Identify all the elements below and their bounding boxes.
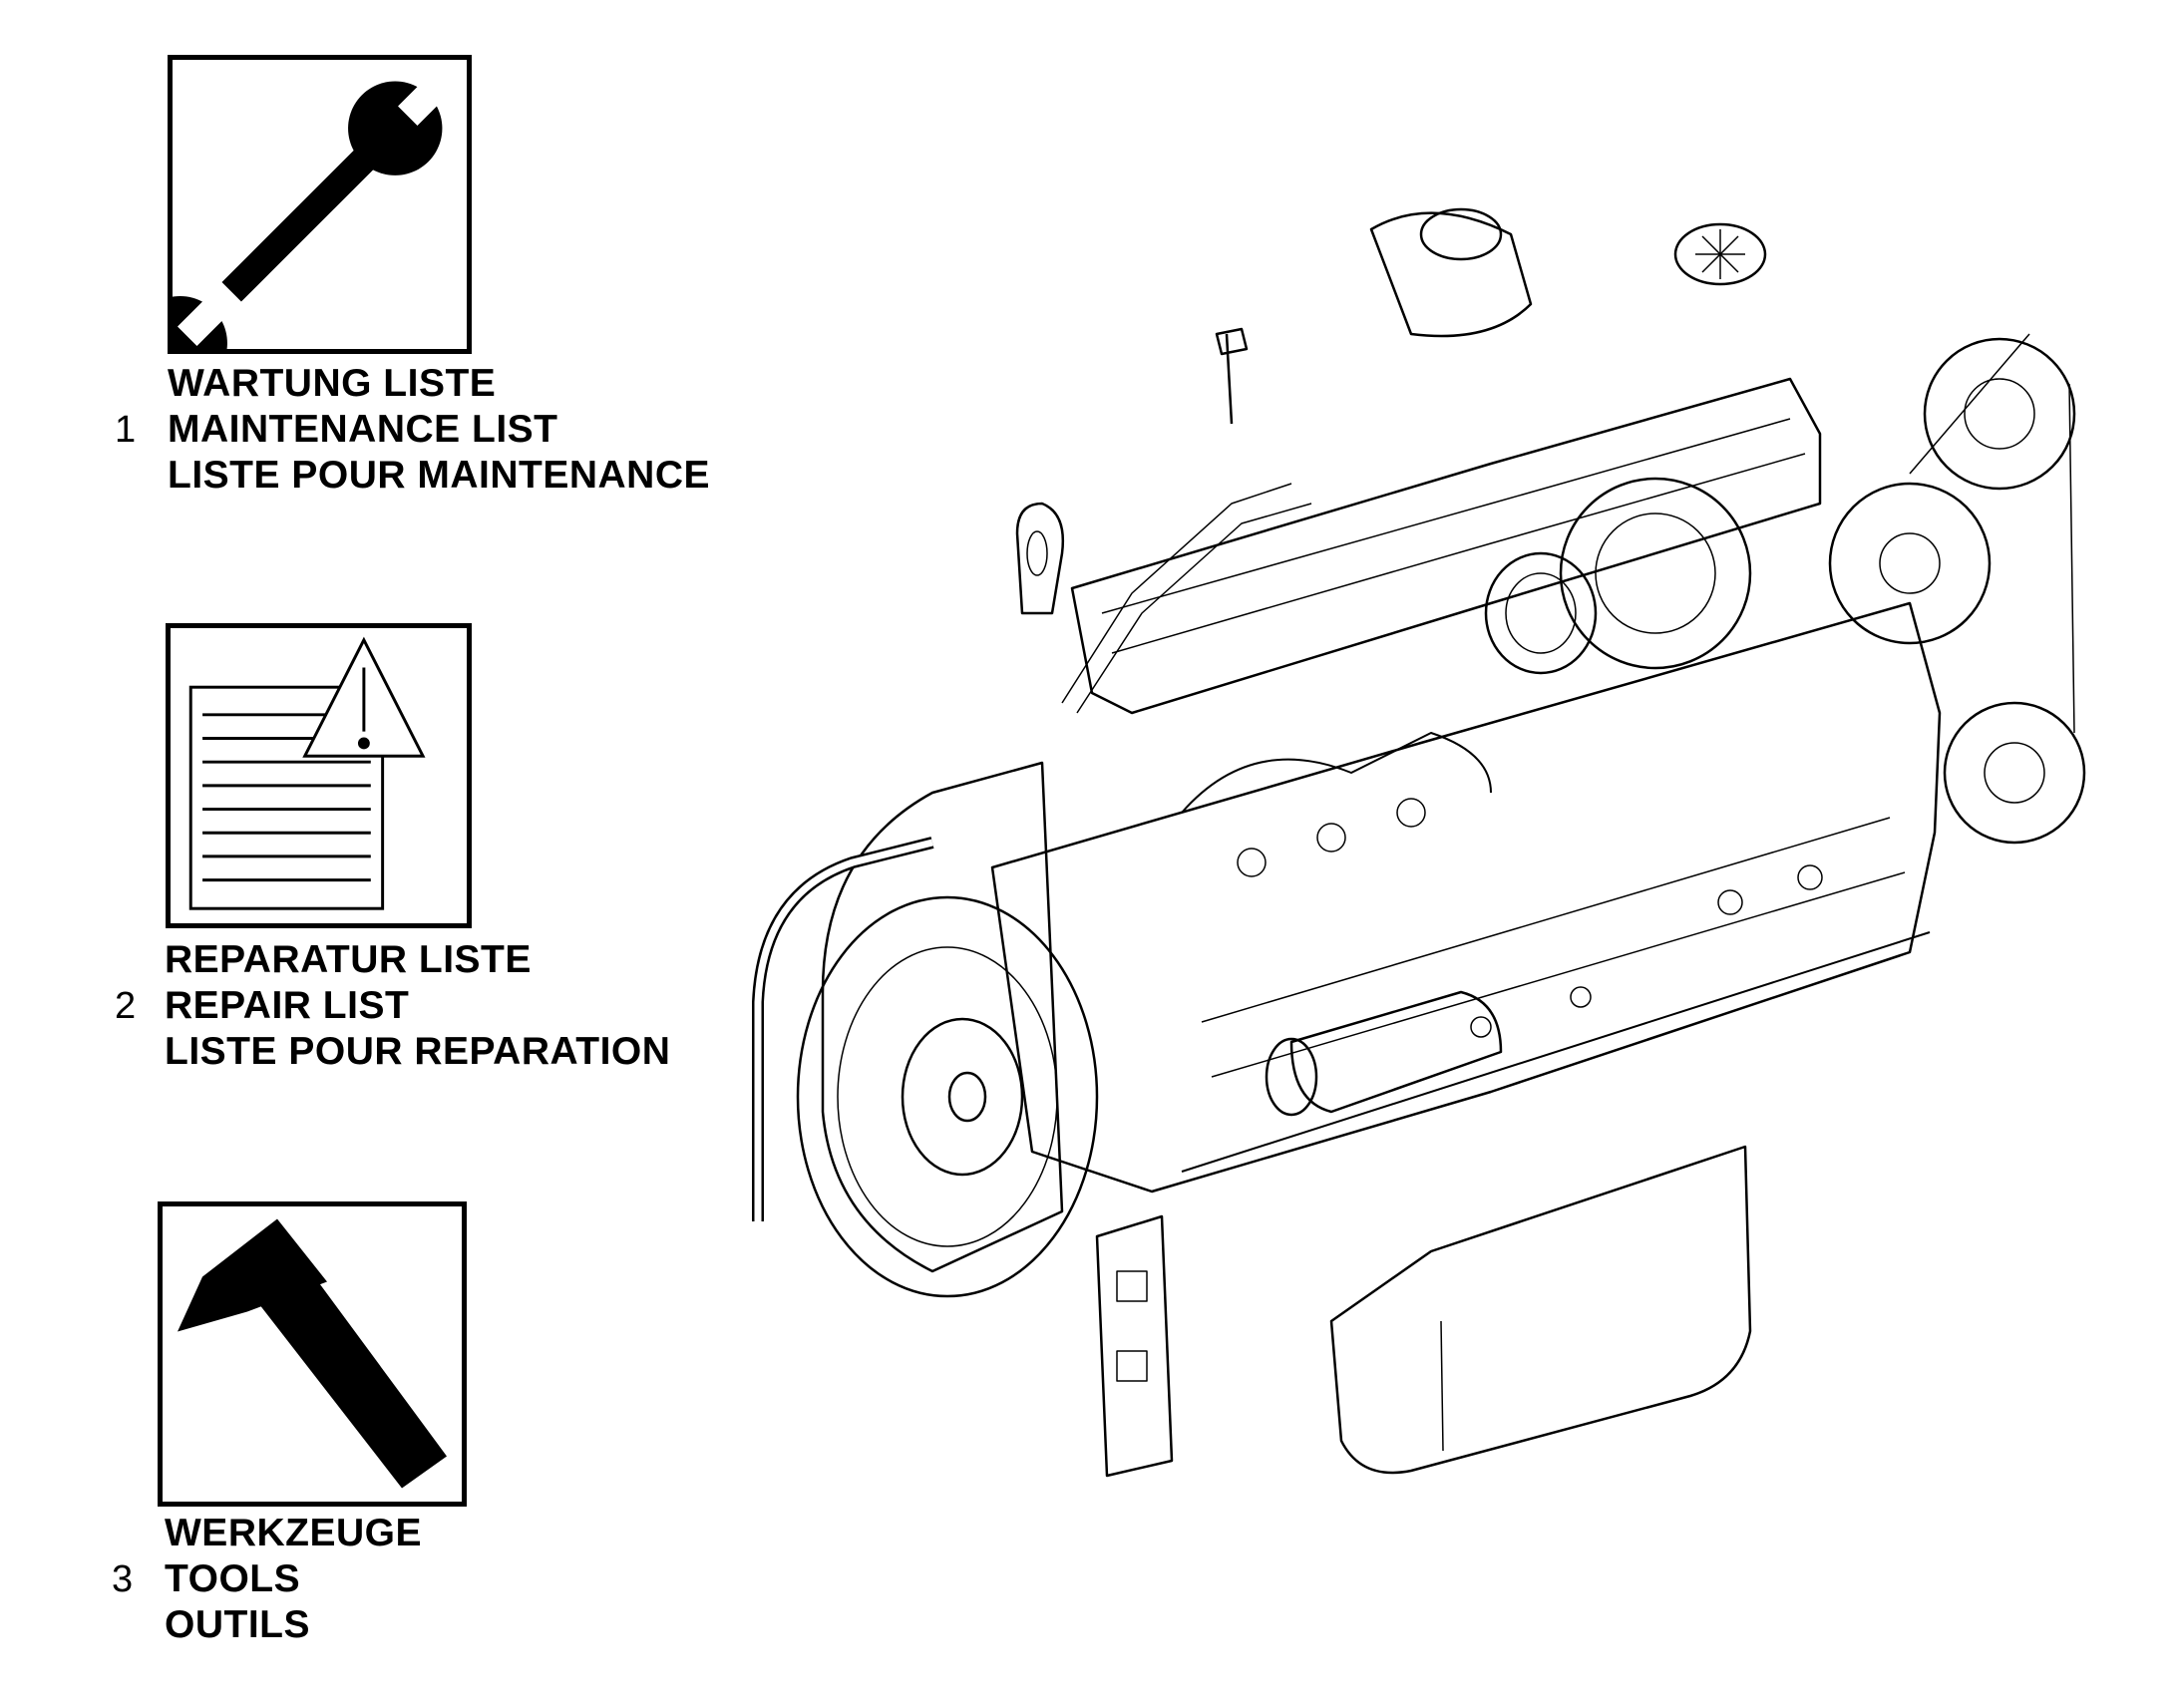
mounting-bracket <box>1095 1214 1174 1478</box>
repair-list-item: 2 REPARATUR LISTE REPAIR LIST LISTE POUR… <box>115 937 670 1075</box>
intake-pipe <box>1369 211 1533 338</box>
hammer-icon <box>178 1218 447 1489</box>
injector-lines <box>1061 483 1312 714</box>
label-de: WERKZEUGE <box>165 1512 422 1554</box>
maintenance-icon-box <box>168 55 472 354</box>
label-en: MAINTENANCE LIST <box>168 408 558 451</box>
dipstick <box>1215 327 1249 425</box>
label-fr: LISTE POUR REPARATION <box>165 1030 671 1073</box>
label-en: TOOLS <box>165 1557 301 1600</box>
engine-illustration <box>733 174 2149 1570</box>
valve-cover <box>1070 377 1822 715</box>
coolant-hose <box>752 837 934 1221</box>
filler-cap <box>1673 222 1767 286</box>
item-number: 1 <box>115 409 137 451</box>
tools-icon-box <box>158 1201 467 1507</box>
label-fr: LISTE POUR MAINTENANCE <box>168 454 711 497</box>
item-number: 2 <box>115 985 137 1027</box>
maintenance-list-item: 1 WARTUNG LISTE MAINTENANCE LIST LISTE P… <box>115 361 710 499</box>
flywheel-housing <box>821 761 1064 1273</box>
label-de: REPARATUR LISTE <box>165 938 532 981</box>
alternator <box>1828 482 1992 645</box>
item-number: 3 <box>112 1558 134 1600</box>
oil-pan <box>1329 1145 1752 1475</box>
lifting-eye <box>1015 502 1065 615</box>
repair-icon-box <box>166 623 472 928</box>
flywheel <box>796 895 1099 1298</box>
starter-motor <box>1289 990 1503 1114</box>
label-en: REPAIR LIST <box>165 984 410 1027</box>
exhaust-manifold <box>1181 732 1492 814</box>
label-fr: OUTILS <box>165 1603 310 1646</box>
document-warning-icon <box>188 636 426 910</box>
label-de: WARTUNG LISTE <box>168 362 497 405</box>
wrench-icon <box>173 64 460 349</box>
turbocharger <box>1559 477 1752 670</box>
pulley <box>1923 337 2076 491</box>
tools-list-item: 3 WERKZEUGE TOOLS OUTILS <box>112 1511 422 1648</box>
engine-block <box>990 601 1942 1194</box>
